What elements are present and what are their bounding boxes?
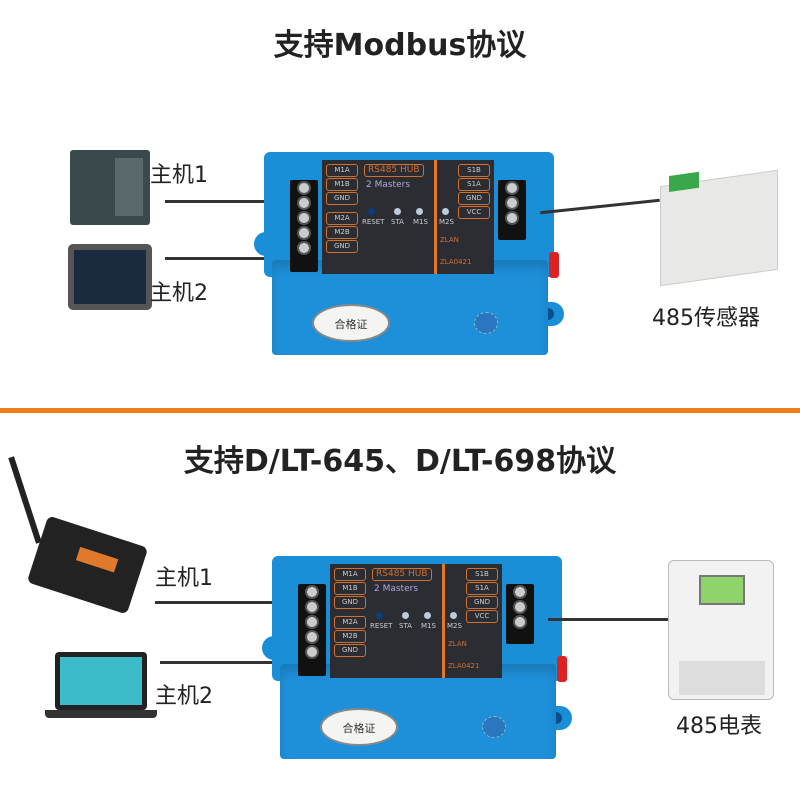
pin-label: M1A: [334, 568, 366, 581]
certificate-sticker: 合格证: [320, 708, 398, 746]
left-terminal-block: [290, 180, 318, 272]
section-divider: [0, 408, 800, 413]
pin-label: GND: [334, 644, 366, 657]
hub-case: [272, 260, 548, 355]
meter-wire: [548, 618, 670, 621]
led-m2s: [450, 612, 457, 619]
led-m2s: [442, 208, 449, 215]
sensor-label: 485传感器: [652, 306, 760, 331]
led-label: M1S: [413, 218, 428, 226]
hmi-touchscreen-image: [68, 244, 152, 310]
pin-label: S1B: [458, 164, 490, 177]
pin-label: M2B: [326, 226, 358, 239]
panel-divider: [434, 160, 437, 274]
din-clip: [557, 656, 567, 682]
led-label: STA: [399, 622, 412, 630]
led-label: M2S: [439, 218, 454, 226]
hub-subtitle: 2 Masters: [374, 584, 419, 594]
pin-label: M2A: [326, 212, 358, 225]
pin-label: S1B: [466, 568, 498, 581]
pin-label: S1A: [466, 582, 498, 595]
host1-label: 主机1: [150, 163, 208, 188]
led-m1s: [424, 612, 431, 619]
led-sta: [394, 208, 401, 215]
hub-case: [280, 664, 556, 759]
pin-label: VCC: [466, 610, 498, 623]
sensor-image: [660, 169, 778, 287]
reset-label: RESET: [370, 622, 393, 630]
host2-label: 主机2: [150, 281, 208, 306]
hub-label-panel: M1A M1B GND M2A M2B GND RS485 HUB 2 Mast…: [322, 160, 494, 274]
hub-name: RS485 HUB: [372, 568, 432, 581]
right-terminal-block: [506, 584, 534, 644]
meter-label: 485电表: [676, 714, 762, 739]
qc-stamp: [474, 312, 498, 334]
left-terminal-block: [298, 584, 326, 676]
rs485-hub-device: M1A M1B GND M2A M2B GND RS485 HUB 2 Mast…: [262, 556, 572, 766]
rs485-hub-device: M1A M1B GND M2A M2B GND RS485 HUB 2 Mast…: [254, 152, 564, 362]
plc-image: [70, 150, 150, 225]
host1-wire: [165, 200, 295, 203]
section1-title: 支持Modbus协议: [273, 28, 527, 63]
led-m1s: [416, 208, 423, 215]
certificate-sticker: 合格证: [312, 304, 390, 342]
hub-label-panel: M1A M1B GND M2A M2B GND RS485 HUB 2 Mast…: [330, 564, 502, 678]
hub-name: RS485 HUB: [364, 164, 424, 177]
pin-label: GND: [326, 240, 358, 253]
qc-stamp: [482, 716, 506, 738]
brand-logo: ZLAN: [440, 236, 459, 244]
pin-label: M2A: [334, 616, 366, 629]
cert-text: 合格证: [342, 722, 376, 735]
pin-label: GND: [326, 192, 358, 205]
brand-logo: ZLAN: [448, 640, 467, 648]
host2-wire: [165, 257, 295, 260]
section2-title: 支持D/LT-645、D/LT-698协议: [183, 444, 617, 479]
led-sta: [402, 612, 409, 619]
cert-text: 合格证: [334, 318, 368, 331]
pin-label: M1A: [326, 164, 358, 177]
host1-label: 主机1: [155, 566, 213, 591]
pin-label: VCC: [458, 206, 490, 219]
hub-subtitle: 2 Masters: [366, 180, 411, 190]
host2-wire: [160, 661, 295, 664]
led-label: M1S: [421, 622, 436, 630]
pin-label: M1B: [326, 178, 358, 191]
reset-button[interactable]: [376, 612, 383, 619]
host1-wire: [155, 601, 295, 604]
laptop-base: [45, 710, 157, 718]
wireless-gateway-image: [26, 515, 149, 615]
panel-divider: [442, 564, 445, 678]
host2-label: 主机2: [155, 684, 213, 709]
laptop-image: [55, 652, 147, 710]
din-clip: [549, 252, 559, 278]
pin-label: M1B: [334, 582, 366, 595]
electric-meter-image: [668, 560, 774, 700]
right-terminal-block: [498, 180, 526, 240]
model-number: ZLA0421: [440, 258, 472, 266]
reset-label: RESET: [362, 218, 385, 226]
led-label: M2S: [447, 622, 462, 630]
pin-label: M2B: [334, 630, 366, 643]
model-number: ZLA0421: [448, 662, 480, 670]
pin-label: GND: [458, 192, 490, 205]
sensor-wire: [540, 198, 660, 215]
pin-label: GND: [466, 596, 498, 609]
led-label: STA: [391, 218, 404, 226]
pin-label: GND: [334, 596, 366, 609]
pin-label: S1A: [458, 178, 490, 191]
reset-button[interactable]: [368, 208, 375, 215]
